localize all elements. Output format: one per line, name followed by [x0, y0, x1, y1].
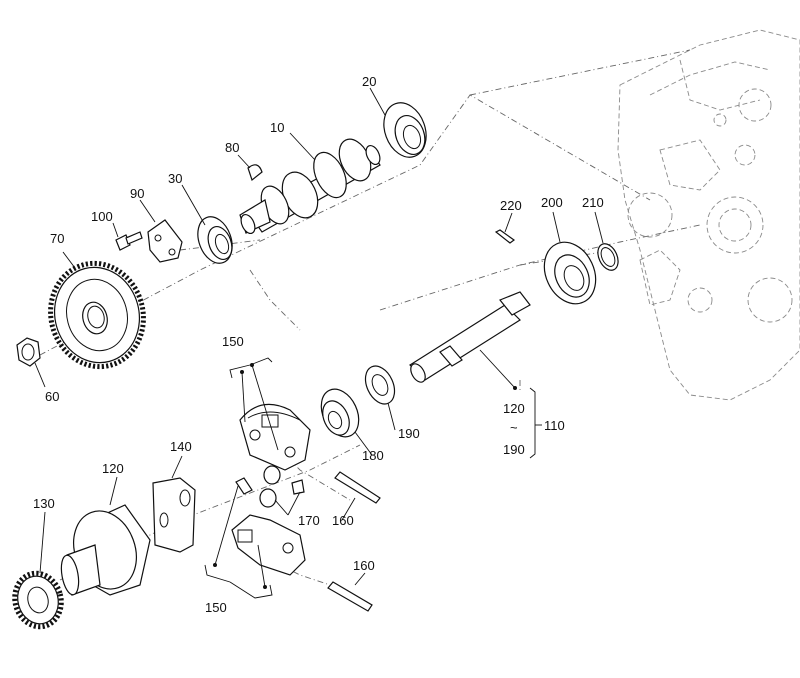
callout-30: 30: [168, 171, 182, 186]
callout-leaders: [34, 87, 604, 586]
bearing-20: [383, 102, 427, 158]
retaining-plate-90: [147, 219, 183, 263]
pin-160-b: [327, 581, 373, 612]
range-tilde: ~: [510, 420, 518, 435]
pin-160-a: [334, 471, 381, 504]
callout-110: 110: [544, 418, 565, 433]
callout-20: 20: [362, 74, 376, 89]
callout-180: 180: [362, 448, 384, 463]
callout-190-washer: 190: [398, 426, 420, 441]
block-140: [152, 477, 196, 553]
callout-160-a: 160: [332, 513, 354, 528]
callout-150-top: 150: [222, 334, 244, 349]
group-bracket-150-bottom: [204, 485, 273, 599]
camshaft-10: [239, 138, 381, 235]
pinion-gear-130: [12, 570, 64, 630]
circlip-210: [597, 243, 619, 271]
callout-80: 80: [225, 140, 239, 155]
spacer-180: [320, 388, 360, 438]
engine-housing-outline: [617, 29, 800, 401]
governor-weight-150-bottom: [231, 514, 306, 576]
callout-120-shaft: 120: [503, 401, 525, 416]
washer-190: [364, 365, 396, 405]
woodruff-key-80: [247, 164, 263, 182]
callout-150-bottom: 150: [205, 600, 227, 615]
callout-170: 170: [298, 513, 320, 528]
callout-10: 10: [270, 120, 284, 135]
callout-70: 70: [50, 231, 64, 246]
callout-100: 100: [91, 209, 113, 224]
bolt-100: [115, 231, 143, 251]
callout-130: 130: [33, 496, 55, 511]
nut-60: [16, 337, 41, 367]
group-bracket-150-top: [229, 357, 279, 451]
bearing-30: [197, 216, 233, 264]
governor-weight-150-top: [239, 403, 311, 471]
gear-hub-120: [60, 504, 151, 596]
callout-200: 200: [541, 195, 563, 210]
callout-220: 220: [500, 198, 522, 213]
callout-210: 210: [582, 195, 604, 210]
set-screw-220: [494, 229, 516, 244]
callout-60: 60: [45, 389, 59, 404]
callout-160-b: 160: [353, 558, 375, 573]
range-bracket-110: [479, 349, 542, 459]
callout-190-range: 190: [503, 442, 525, 457]
camshaft-gear-70: [48, 260, 146, 370]
callout-90: 90: [130, 186, 144, 201]
bearing-200: [543, 241, 597, 305]
callout-140: 140: [170, 439, 192, 454]
pin-170-set: [235, 465, 305, 508]
callout-labels: 10 20 80 30 90 100 70 60 220 200 210 120…: [33, 74, 604, 615]
shaft-120: [409, 291, 531, 383]
callout-120-gear: 120: [102, 461, 124, 476]
